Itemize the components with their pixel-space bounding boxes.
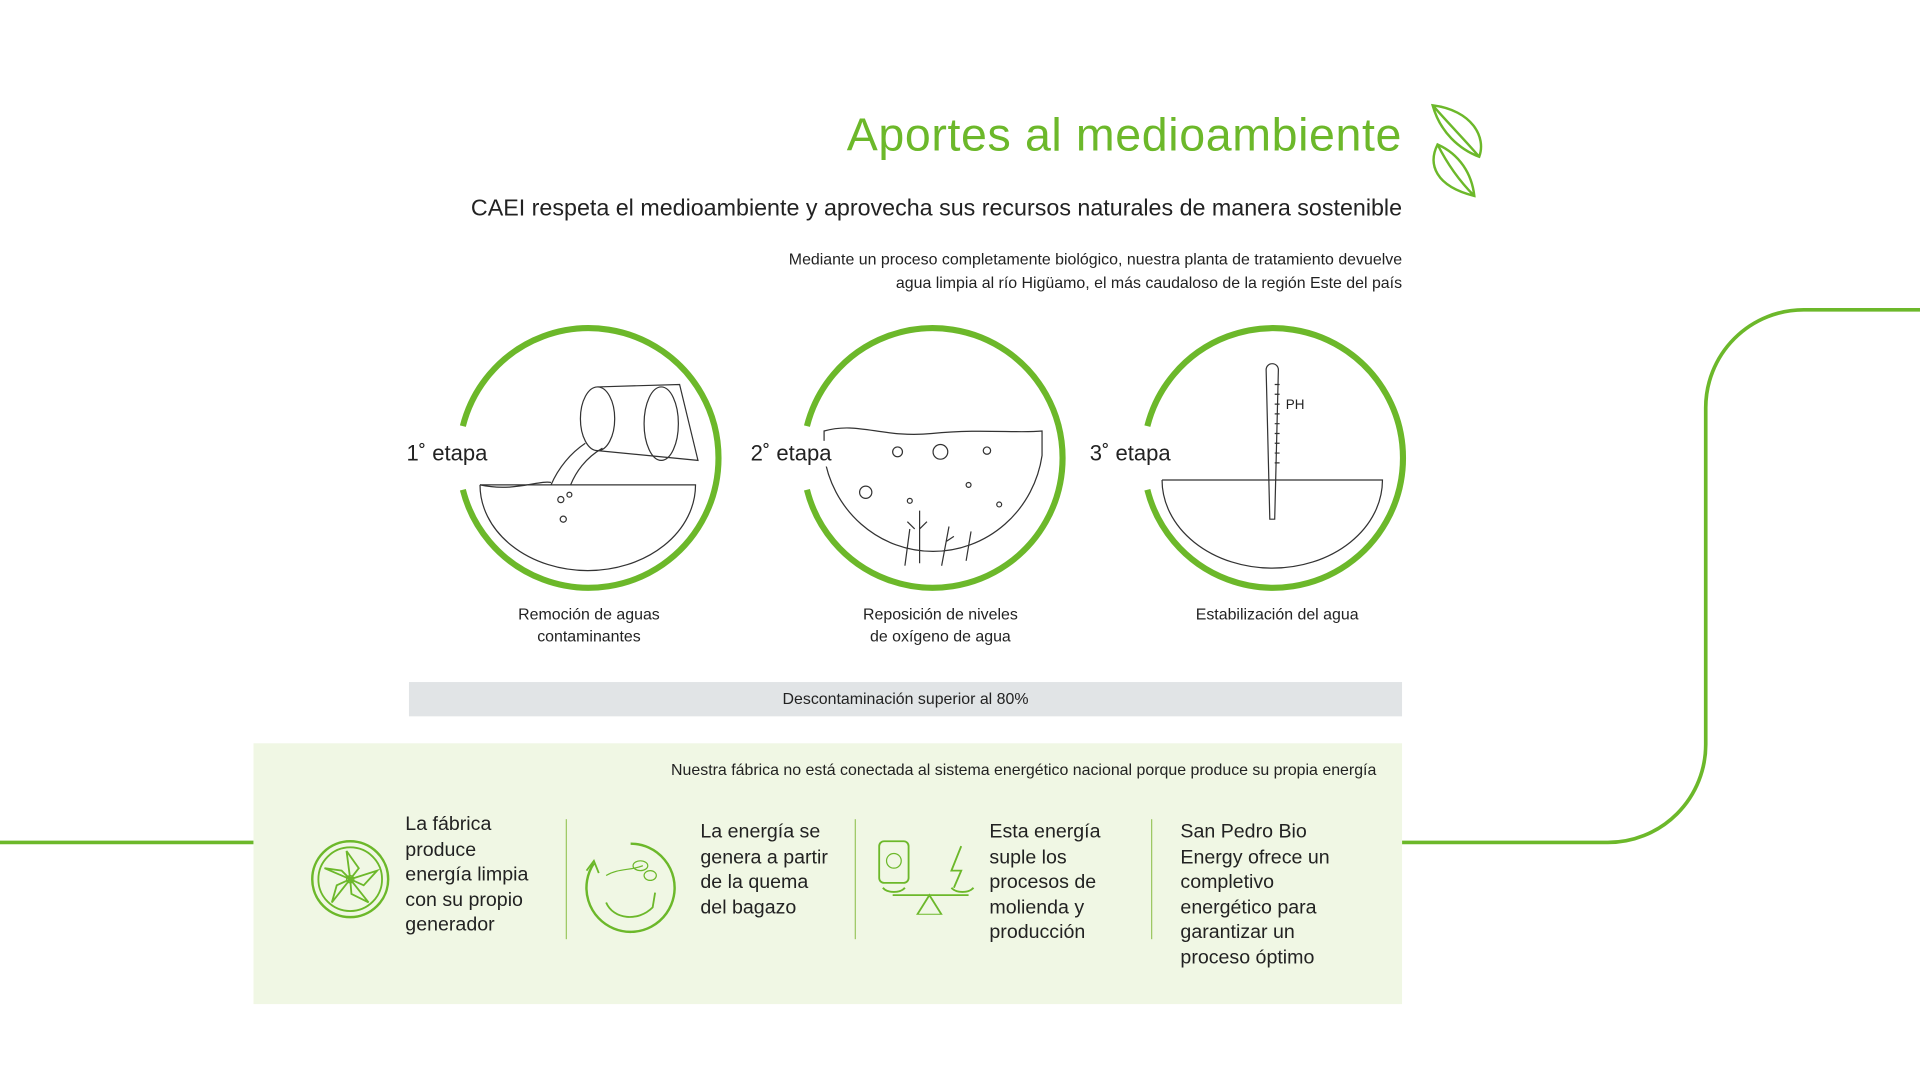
stage-1-caption: Remoción de aguas contaminantes xyxy=(467,604,712,648)
divider xyxy=(565,819,567,940)
feature-line: de la quema xyxy=(700,871,809,893)
stage-3-label: 3˚ etapa xyxy=(1087,440,1174,467)
stage-2-illustration xyxy=(803,325,1066,591)
bagasse-cycle-icon xyxy=(585,842,676,933)
feature-line: del bagazo xyxy=(700,896,797,918)
feature-line: molienda y xyxy=(989,896,1085,918)
caption-line: Reposición de niveles xyxy=(862,604,1018,624)
caption-line: Estabilización del agua xyxy=(1195,604,1359,624)
feature-line: genera a partir xyxy=(700,846,828,868)
feature-line: energético para xyxy=(1180,896,1317,918)
stage-3-caption: Estabilización del agua xyxy=(1155,604,1400,626)
divider xyxy=(1151,819,1153,940)
intro-line: agua limpia al río Higüamo, el más cauda… xyxy=(895,273,1403,292)
stage-1-illustration xyxy=(459,325,722,591)
feature-line: proceso óptimo xyxy=(1180,947,1315,968)
feature-line: produce xyxy=(405,839,477,861)
feature-line: producción xyxy=(989,922,1086,943)
turbine-icon xyxy=(311,840,390,919)
divider xyxy=(854,819,856,940)
summary-bar: Descontaminación superior al 80% xyxy=(408,682,1403,717)
feature-line: garantizar un xyxy=(1180,922,1295,943)
energy-heading: Nuestra fábrica no está conectada al sis… xyxy=(671,760,1377,779)
feature-3-text: Esta energía suple los procesos de molienda… xyxy=(989,820,1100,946)
feature-line: San Pedro Bio xyxy=(1180,821,1307,843)
feature-line: completivo xyxy=(1180,871,1275,893)
intro-line: Mediante un proceso completamente biológ… xyxy=(788,249,1403,269)
feature-1-text: La fábrica produce energía limpia con su pr… xyxy=(405,813,528,939)
feature-line: energía limpia xyxy=(405,864,529,886)
feature-line: Esta energía xyxy=(989,821,1101,843)
page-title: Aportes al medioambiente xyxy=(846,110,1403,162)
stage-1-label: 1˚ etapa xyxy=(404,440,490,467)
stage-2-label: 2˚ etapa xyxy=(748,440,834,467)
intro-text: Mediante un proceso completamente biológ… xyxy=(667,247,1402,294)
feature-2-text: La energía se genera a partir de la quema d… xyxy=(700,820,827,920)
balance-energy-icon xyxy=(878,840,975,915)
feature-line: La energía se xyxy=(700,821,821,843)
ph-label: PH xyxy=(1285,397,1305,413)
feature-line: Energy ofrece un xyxy=(1180,846,1330,868)
feature-line: La fábrica xyxy=(405,814,492,836)
stage-3-illustration xyxy=(1144,325,1407,591)
leaves-icon xyxy=(1431,103,1483,198)
energy-panel: Nuestra fábrica no está conectada al sis… xyxy=(253,743,1403,1005)
stage-2-caption: Reposición de niveles de oxígeno de agua xyxy=(818,604,1063,648)
feature-line: con su propio xyxy=(405,889,523,911)
feature-line: suple los xyxy=(989,846,1067,868)
caption-line: contaminantes xyxy=(537,626,641,646)
caption-line: Remoción de aguas xyxy=(518,604,660,624)
feature-line: generador xyxy=(405,914,495,936)
feature-line: procesos de xyxy=(989,871,1097,893)
subtitle: CAEI respeta el medioambiente y aprovech… xyxy=(470,195,1403,222)
caption-line: de oxígeno de agua xyxy=(870,626,1011,646)
